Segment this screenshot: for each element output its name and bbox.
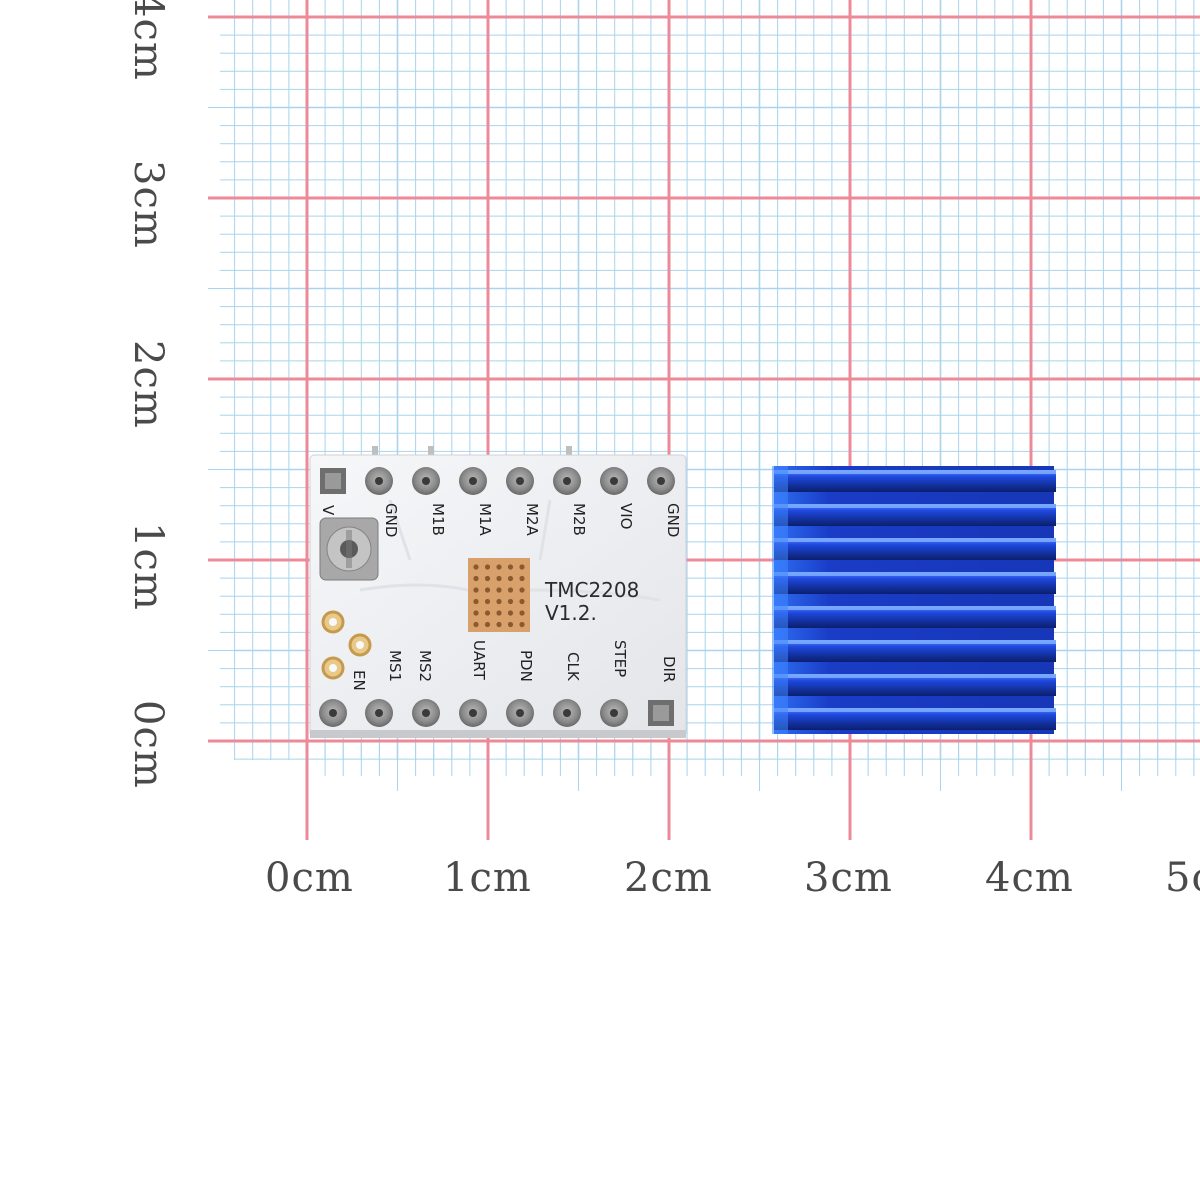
heatsink-fin-highlight — [774, 674, 1056, 678]
heatsink-fin — [774, 708, 1056, 730]
heatsink — [772, 466, 1056, 734]
thermal-via — [496, 610, 502, 616]
via-holes — [321, 610, 372, 680]
thermal-via — [519, 610, 525, 616]
heatsink-fin — [774, 470, 1056, 492]
y-label-2cm: 2cm — [125, 340, 171, 429]
x-label-3cm: 3cm — [804, 855, 893, 901]
x-label-2cm: 2cm — [624, 855, 713, 901]
y-label-0cm: 0cm — [125, 700, 171, 789]
thermal-via — [484, 575, 491, 582]
heatsink-fin — [774, 674, 1056, 696]
version-label: V1.2. — [545, 601, 597, 625]
pin-label-v: V — [319, 505, 337, 516]
thermal-via — [484, 587, 491, 593]
thermal-pad — [468, 558, 530, 632]
pin-label-m2b: M2B — [570, 503, 588, 536]
pin-label-ms1: MS1 — [386, 650, 404, 683]
pin-label-gnd-1: GND — [382, 503, 400, 538]
thermal-via — [496, 575, 502, 582]
heatsink-fin-highlight — [774, 504, 1056, 508]
y-label-3cm: 3cm — [125, 160, 171, 249]
thermal-via — [519, 564, 525, 570]
thermal-via — [484, 610, 491, 616]
pin-label-clk: CLK — [564, 652, 582, 681]
bottom-pad-row — [319, 699, 674, 727]
heatsink-fin-highlight — [774, 572, 1056, 576]
pin-label-gnd-2: GND — [664, 503, 682, 538]
pin-label-pdn: PDN — [517, 650, 535, 682]
x-label-4cm: 4cm — [985, 855, 1074, 901]
pin-label-vio: VIO — [617, 503, 635, 530]
heatsink-fins — [774, 470, 1056, 730]
heatsink-fin — [774, 504, 1056, 526]
pin-label-m1a: M1A — [476, 503, 494, 536]
y-label-1cm: 1cm — [125, 522, 171, 611]
thermal-via — [507, 564, 514, 570]
pin-label-uart: UART — [470, 640, 488, 680]
thermal-via — [507, 621, 514, 628]
heatsink-fin-highlight — [774, 640, 1056, 644]
pin-label-en: EN — [350, 670, 368, 691]
thermal-via — [519, 575, 525, 582]
thermal-via — [507, 575, 514, 582]
chip-label: TMC2208 — [545, 578, 640, 602]
heatsink-fin — [774, 640, 1056, 662]
x-label-5cm: 5c — [1165, 855, 1200, 901]
thermal-via — [507, 587, 514, 593]
heatsink-fin-highlight — [774, 538, 1056, 542]
heatsink-fin — [774, 606, 1056, 628]
heatsink-fin-highlight — [774, 606, 1056, 610]
thermal-via — [473, 598, 479, 605]
thermal-via — [507, 598, 514, 605]
thermal-via — [519, 621, 525, 628]
thermal-via — [496, 621, 502, 628]
heatsink-fin-highlight — [774, 708, 1056, 712]
thermal-via — [484, 621, 491, 628]
thermal-via — [473, 610, 479, 616]
thermal-via — [519, 598, 525, 605]
potentiometer — [319, 517, 379, 581]
thermal-via — [473, 564, 479, 570]
thermal-via — [473, 621, 479, 628]
thermal-via — [496, 598, 502, 605]
thermal-via — [496, 587, 502, 593]
heatsink-fin — [774, 538, 1056, 560]
x-label-1cm: 1cm — [443, 855, 532, 901]
thermal-via — [507, 610, 514, 616]
top-pad-row — [320, 467, 675, 495]
heatsink-fin-highlight — [774, 470, 1056, 474]
thermal-via — [473, 587, 479, 593]
y-label-4cm: 4cm — [125, 0, 171, 81]
thermal-via — [519, 587, 525, 593]
pin-label-m2a: M2A — [523, 503, 541, 536]
thermal-via — [484, 564, 491, 570]
heatsink-fin — [774, 572, 1056, 594]
thermal-via — [496, 564, 502, 570]
pin-label-m1b: M1B — [429, 503, 447, 536]
thermal-via — [473, 575, 479, 582]
pin-label-dir: DIR — [660, 656, 678, 683]
thermal-via — [484, 598, 491, 605]
driver-board — [309, 446, 687, 738]
pin-label-ms2: MS2 — [416, 650, 434, 683]
x-label-0cm: 0cm — [265, 855, 354, 901]
pin-label-step: STEP — [611, 640, 629, 678]
